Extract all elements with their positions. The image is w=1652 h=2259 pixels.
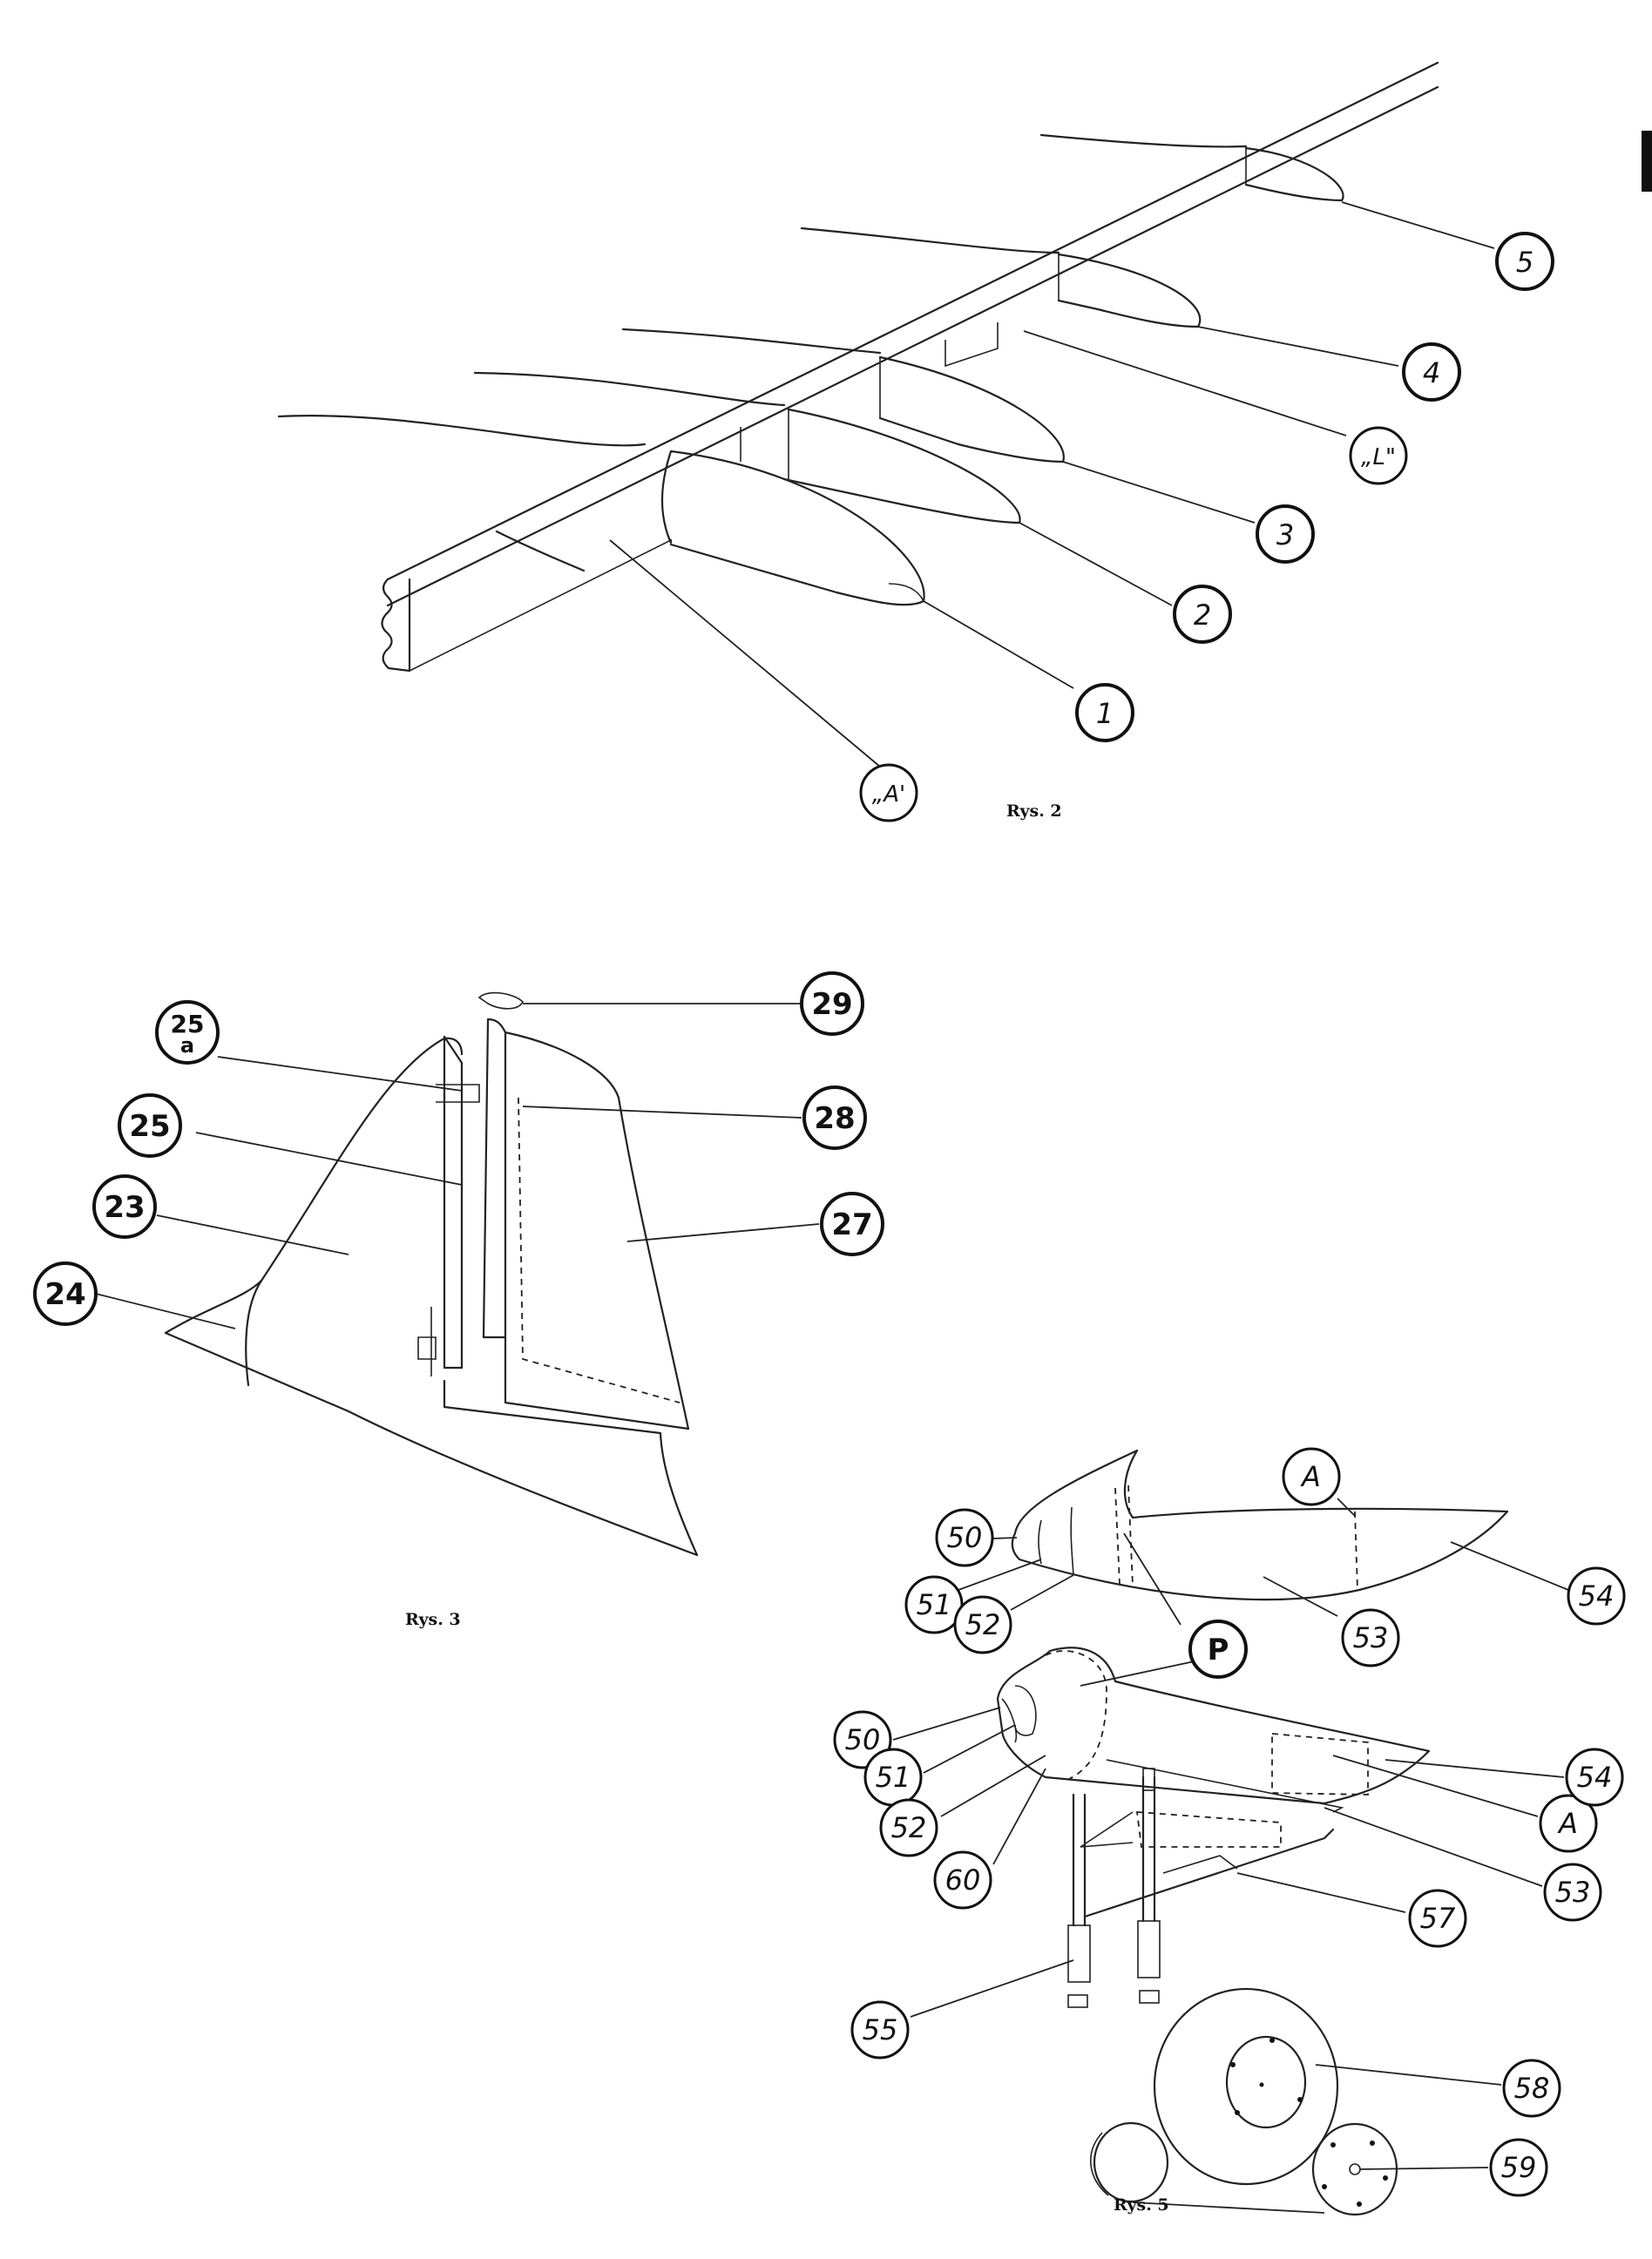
rudder <box>504 1031 690 1430</box>
wheel <box>1153 1987 1339 2186</box>
rib-2 <box>473 371 786 407</box>
label-circle-d52 <box>879 1798 938 1857</box>
label-circle-1 <box>1075 683 1134 742</box>
label-circle-u53 <box>1341 1608 1400 1667</box>
label-d52: 52 <box>891 1811 927 1844</box>
label-circle-d55 <box>850 2000 910 2059</box>
label-circle-5 <box>1495 232 1554 291</box>
label-u53: 53 <box>1353 1621 1389 1654</box>
label-u54: 54 <box>1579 1579 1615 1613</box>
label-circle-d53 <box>1543 1863 1602 1922</box>
hubcap-side <box>1093 2121 1169 2203</box>
margin-mark <box>1642 131 1652 192</box>
label-d51: 51 <box>876 1761 911 1794</box>
label-circle-d59 <box>1489 2138 1548 2197</box>
label-28: 28 <box>814 1101 855 1136</box>
label-2: 2 <box>1194 599 1211 632</box>
label-circle-3 <box>1256 504 1315 564</box>
label-circle-24 <box>33 1261 98 1326</box>
label-circle-d54 <box>1565 1748 1624 1807</box>
rib-4 <box>800 227 1060 254</box>
label-circle-u50 <box>935 1508 994 1567</box>
label-d58: 58 <box>1514 2072 1550 2105</box>
label-circle-4 <box>1402 342 1461 402</box>
label-23: 23 <box>104 1190 145 1225</box>
figure-rys2: 1 2 3 4 5 „L" „A' Rys. 2 <box>277 61 1554 822</box>
fin-outline <box>164 1037 464 1335</box>
label-u52: 52 <box>965 1608 1001 1641</box>
label-d59: 59 <box>1501 2151 1537 2184</box>
label-5: 5 <box>1516 246 1534 279</box>
label-uA: A <box>1300 1460 1321 1493</box>
label-circle-P <box>1188 1620 1248 1679</box>
label-d53: 53 <box>1555 1876 1591 1909</box>
label-circle-27 <box>820 1192 884 1256</box>
lower-fuselage <box>996 1647 1431 1805</box>
label-dA: A <box>1557 1807 1578 1840</box>
label-circle-29 <box>800 971 864 1036</box>
label-24: 24 <box>44 1277 85 1312</box>
label-circle-d60 <box>933 1850 992 1910</box>
wheel-hub <box>1225 2035 1307 2129</box>
axle <box>1083 1828 1335 1918</box>
strut-right <box>1141 1775 1156 1923</box>
upper-fuselage <box>1011 1449 1509 1601</box>
caption-rys5: Rys. 5 <box>1114 2195 1169 2215</box>
caption-rys2: Rys. 2 <box>1006 801 1062 821</box>
rib-3 <box>621 328 882 355</box>
bracket-L <box>944 322 999 368</box>
label-circle-23 <box>92 1174 157 1239</box>
rib-5 <box>1039 133 1248 148</box>
figure-rys3: 29 28 27 25 a 25 23 24 Rys. 3 <box>33 971 884 1629</box>
label-L: „L" <box>1361 444 1396 470</box>
label-circle-2 <box>1173 585 1232 644</box>
label-27: 27 <box>831 1207 872 1242</box>
fin-spar <box>443 1035 464 1370</box>
label-d50: 50 <box>845 1723 881 1756</box>
wing-spar <box>386 61 1439 581</box>
label-circle-uA <box>1282 1447 1341 1506</box>
label-circle-u54 <box>1567 1566 1626 1626</box>
label-3: 3 <box>1276 518 1294 551</box>
root-fairing <box>660 450 673 544</box>
figure-rys5: 50 51 52 P A 53 54 50 51 52 60 55 57 58 … <box>833 1447 1626 2216</box>
label-1: 1 <box>1096 697 1114 730</box>
label-circle-L <box>1349 426 1408 485</box>
label-A: „A' <box>872 781 905 808</box>
label-circle-28 <box>802 1086 867 1150</box>
label-25a-number: 25 <box>171 1010 205 1038</box>
strut-left <box>1072 1793 1087 1927</box>
label-4: 4 <box>1423 356 1440 389</box>
rib-1 <box>277 415 647 447</box>
label-circle-d58 <box>1502 2059 1561 2118</box>
label-d55: 55 <box>863 2013 898 2046</box>
label-u50: 50 <box>947 1521 983 1554</box>
label-P: P <box>1208 1633 1229 1667</box>
caption-rys3: Rys. 3 <box>405 1610 461 1629</box>
label-25a-sub: a <box>180 1033 194 1058</box>
spar-broken-end <box>381 578 411 673</box>
label-circle-25a <box>155 1000 220 1065</box>
label-d60: 60 <box>945 1863 981 1897</box>
label-circle-d57 <box>1408 1889 1467 1948</box>
label-circle-u52 <box>953 1595 1012 1654</box>
label-d54: 54 <box>1577 1761 1613 1794</box>
label-circle-A <box>859 763 918 822</box>
label-29: 29 <box>811 987 852 1022</box>
label-circle-25 <box>118 1093 182 1158</box>
label-u51: 51 <box>917 1588 952 1621</box>
label-d57: 57 <box>1420 1902 1456 1935</box>
label-25: 25 <box>129 1109 170 1144</box>
label-circle-dA <box>1539 1794 1598 1853</box>
